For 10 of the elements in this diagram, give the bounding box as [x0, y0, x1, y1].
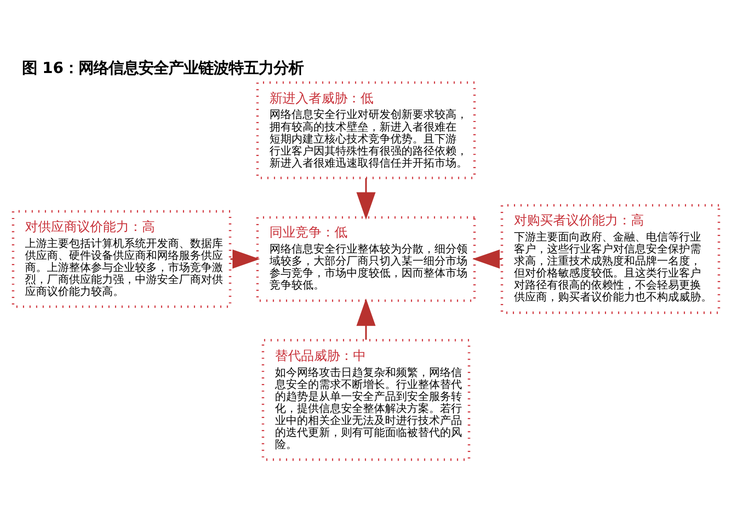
arrow	[356, 298, 376, 340]
arrow	[472, 248, 502, 268]
diagram-title: 图 16：网络信息安全产业链波特五力分析	[22, 58, 304, 76]
node-box: 对购买者议价能力：高 下游主要面向政府、金融、电信等行业客户，这些行业客户对信息安全保护需求高，注重技术成熟度和品牌一名度，但对价格敏感度较低。且这类行业客户对路径有很高的依赖性，不会轻易更换供应商，购买者议价能力也不构成威胁。	[500, 204, 720, 314]
node-box: 同业竞争：低 网络信息安全行业整体较为分散，细分领域较多，大部分厂商只切入某一细分市场参与竞争，市场中度较低，因而整体市场竞争较低。	[256, 216, 476, 302]
node-box: 新进入者威胁：低 网络信息安全行业对研发创新要求较高，拥有较高的技术壁垒，新进入者很难在短期内建立核心技术竞争优势。且下游行业客户因其特殊性有很强的路径依赖，新进入者很难迅速取得信任并开拓市场。	[256, 80, 476, 179]
node-box: 替代品威胁：中 如今网络攻击日趋复杂和频繁，网络信息安全的需求不断增长。行业整体替代的趋势是从单一安全产品到安全服务转化，提供信息安全整体解决方案。若行业中的相关企业无法及时进行技术产品的迭代更新，则有可能面临被替代的风险。	[262, 338, 470, 460]
arrow	[356, 178, 376, 220]
arrow	[230, 248, 260, 268]
node-box: 对供应商议价能力：高 上游主要包括计算机系统开发商、数据库供应商、硬件设备供应商和网络服务供应商。上游整体参与企业较多，市场竞争激烈，厂商供应能力强，中游安全厂商对供应商议价能力较高。	[12, 210, 232, 308]
